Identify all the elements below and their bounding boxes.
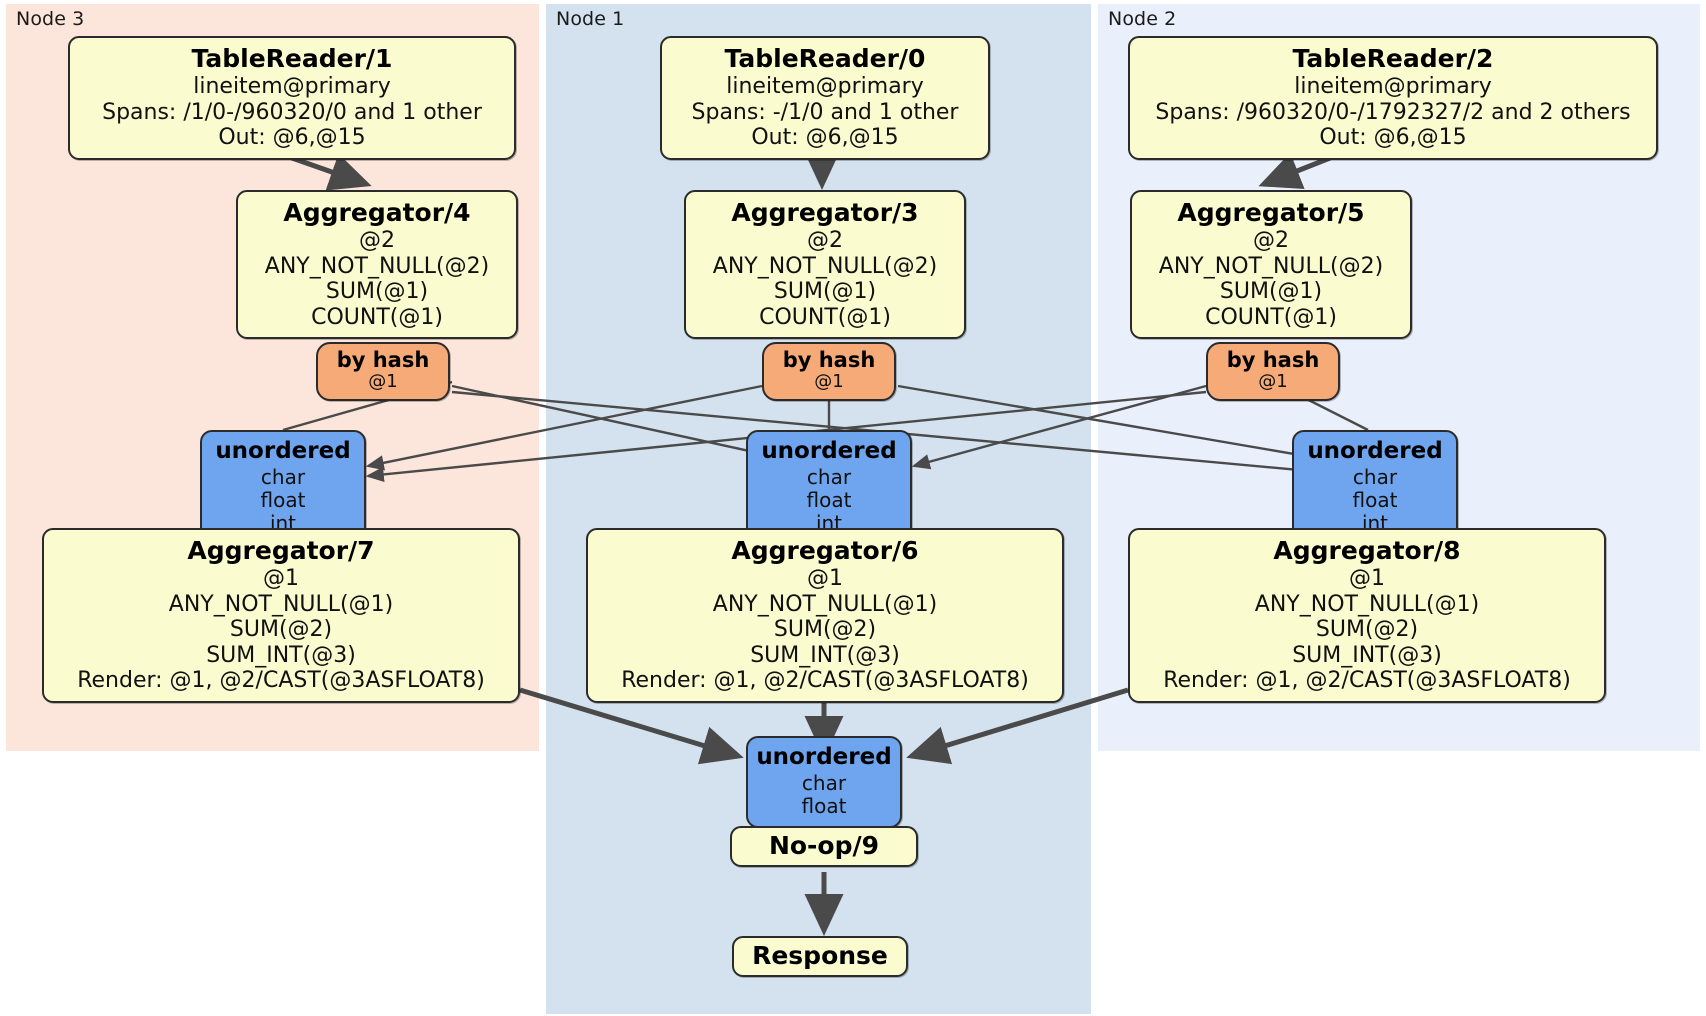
aggregator-func-2: SUM(@1) bbox=[325, 279, 429, 305]
aggregator-func-2: SUM(@1) bbox=[1219, 279, 1323, 305]
processor-title: No-op/9 bbox=[768, 831, 880, 860]
processor-table-reader-2[interactable]: TableReader/2 lineitem@primary Spans: /9… bbox=[1128, 36, 1658, 160]
synchronizer-title: unordered bbox=[756, 744, 892, 770]
aggregator-group-by: @1 bbox=[263, 566, 299, 591]
aggregator-group-by: @2 bbox=[1253, 228, 1289, 253]
processor-out: Out: @6,@15 bbox=[218, 125, 366, 151]
processor-table-reader-0[interactable]: TableReader/0 lineitem@primary Spans: -/… bbox=[660, 36, 990, 160]
synchronizer-unordered-8[interactable]: unordered char float int bbox=[1292, 430, 1458, 546]
synchronizer-type-1: char bbox=[1352, 464, 1398, 489]
synchronizer-unordered-6[interactable]: unordered char float int bbox=[746, 430, 912, 546]
processor-spans: Spans: /1/0-/960320/0 and 1 other bbox=[102, 99, 482, 125]
aggregator-func-1: ANY_NOT_NULL(@1) bbox=[1254, 591, 1480, 617]
aggregator-func-3: COUNT(@1) bbox=[1205, 304, 1337, 330]
processor-table: lineitem@primary bbox=[726, 74, 924, 99]
aggregator-render: Render: @1, @2/CAST(@3ASFLOAT8) bbox=[621, 668, 1029, 694]
aggregator-group-by: @2 bbox=[807, 228, 843, 253]
synchronizer-title: unordered bbox=[761, 438, 897, 464]
synchronizer-type-2: float bbox=[260, 487, 306, 512]
aggregator-func-1: ANY_NOT_NULL(@1) bbox=[168, 591, 394, 617]
processor-out: Out: @6,@15 bbox=[1319, 125, 1467, 151]
processor-title: Aggregator/3 bbox=[731, 198, 919, 227]
synchronizer-type-2: float bbox=[1352, 487, 1398, 512]
processor-title: TableReader/0 bbox=[724, 44, 926, 73]
router-by-hash-3[interactable]: by hash @1 bbox=[762, 342, 896, 402]
processor-aggregator-5[interactable]: Aggregator/5 @2 ANY_NOT_NULL(@2) SUM(@1)… bbox=[1130, 190, 1412, 340]
router-column: @1 bbox=[368, 371, 398, 393]
aggregator-func-1: ANY_NOT_NULL(@2) bbox=[264, 253, 490, 279]
aggregator-render: Render: @1, @2/CAST(@3ASFLOAT8) bbox=[77, 668, 485, 694]
router-title: by hash bbox=[1226, 348, 1320, 372]
processor-out: Out: @6,@15 bbox=[751, 125, 899, 151]
processor-title: Aggregator/5 bbox=[1177, 198, 1365, 227]
processor-title: Aggregator/8 bbox=[1273, 536, 1461, 565]
synchronizer-title: unordered bbox=[215, 438, 351, 464]
node-panel-label-node3: Node 3 bbox=[16, 8, 85, 30]
processor-aggregator-6[interactable]: Aggregator/6 @1 ANY_NOT_NULL(@1) SUM(@2)… bbox=[586, 528, 1064, 703]
processor-aggregator-3[interactable]: Aggregator/3 @2 ANY_NOT_NULL(@2) SUM(@1)… bbox=[684, 190, 966, 340]
synchronizer-type-2: float bbox=[801, 793, 847, 818]
router-column: @1 bbox=[1258, 371, 1288, 393]
aggregator-func-3: SUM_INT(@3) bbox=[750, 642, 900, 668]
aggregator-group-by: @1 bbox=[807, 566, 843, 591]
processor-table: lineitem@primary bbox=[1294, 74, 1492, 99]
aggregator-group-by: @1 bbox=[1349, 566, 1385, 591]
processor-title: Aggregator/4 bbox=[283, 198, 471, 227]
processor-response[interactable]: Response bbox=[732, 936, 908, 977]
aggregator-func-1: ANY_NOT_NULL(@2) bbox=[1158, 253, 1384, 279]
synchronizer-title: unordered bbox=[1307, 438, 1443, 464]
synchronizer-type-1: char bbox=[260, 464, 306, 489]
router-title: by hash bbox=[782, 348, 876, 372]
aggregator-func-2: SUM(@1) bbox=[773, 279, 877, 305]
synchronizer-type-1: char bbox=[801, 770, 847, 795]
processor-title: Aggregator/7 bbox=[187, 536, 375, 565]
processor-title: Aggregator/6 bbox=[731, 536, 919, 565]
synchronizer-unordered-7[interactable]: unordered char float int bbox=[200, 430, 366, 546]
aggregator-func-1: ANY_NOT_NULL(@2) bbox=[712, 253, 938, 279]
aggregator-func-3: COUNT(@1) bbox=[759, 304, 891, 330]
processor-spans: Spans: /960320/0-/1792327/2 and 2 others bbox=[1155, 99, 1631, 125]
aggregator-func-3: COUNT(@1) bbox=[311, 304, 443, 330]
aggregator-func-1: ANY_NOT_NULL(@1) bbox=[712, 591, 938, 617]
processor-spans: Spans: -/1/0 and 1 other bbox=[691, 99, 959, 125]
processor-aggregator-7[interactable]: Aggregator/7 @1 ANY_NOT_NULL(@1) SUM(@2)… bbox=[42, 528, 520, 703]
aggregator-render: Render: @1, @2/CAST(@3ASFLOAT8) bbox=[1163, 668, 1571, 694]
node-panel-label-node2: Node 2 bbox=[1108, 8, 1177, 30]
aggregator-func-2: SUM(@2) bbox=[1315, 617, 1419, 643]
processor-title: TableReader/2 bbox=[1292, 44, 1494, 73]
router-by-hash-4[interactable]: by hash @1 bbox=[316, 342, 450, 402]
processor-title: Response bbox=[752, 941, 888, 970]
synchronizer-type-1: char bbox=[806, 464, 852, 489]
router-by-hash-5[interactable]: by hash @1 bbox=[1206, 342, 1340, 402]
router-column: @1 bbox=[814, 371, 844, 393]
aggregator-func-3: SUM_INT(@3) bbox=[1292, 642, 1442, 668]
synchronizer-type-2: float bbox=[806, 487, 852, 512]
aggregator-func-2: SUM(@2) bbox=[229, 617, 333, 643]
synchronizer-unordered-9[interactable]: unordered char float bbox=[746, 736, 902, 829]
processor-table-reader-1[interactable]: TableReader/1 lineitem@primary Spans: /1… bbox=[68, 36, 516, 160]
node-panel-label-node1: Node 1 bbox=[556, 8, 625, 30]
aggregator-group-by: @2 bbox=[359, 228, 395, 253]
router-title: by hash bbox=[336, 348, 430, 372]
processor-title: TableReader/1 bbox=[191, 44, 393, 73]
processor-noop-9[interactable]: No-op/9 bbox=[730, 826, 918, 867]
processor-aggregator-4[interactable]: Aggregator/4 @2 ANY_NOT_NULL(@2) SUM(@1)… bbox=[236, 190, 518, 340]
processor-table: lineitem@primary bbox=[193, 74, 391, 99]
aggregator-func-3: SUM_INT(@3) bbox=[206, 642, 356, 668]
aggregator-func-2: SUM(@2) bbox=[773, 617, 877, 643]
processor-aggregator-8[interactable]: Aggregator/8 @1 ANY_NOT_NULL(@1) SUM(@2)… bbox=[1128, 528, 1606, 703]
